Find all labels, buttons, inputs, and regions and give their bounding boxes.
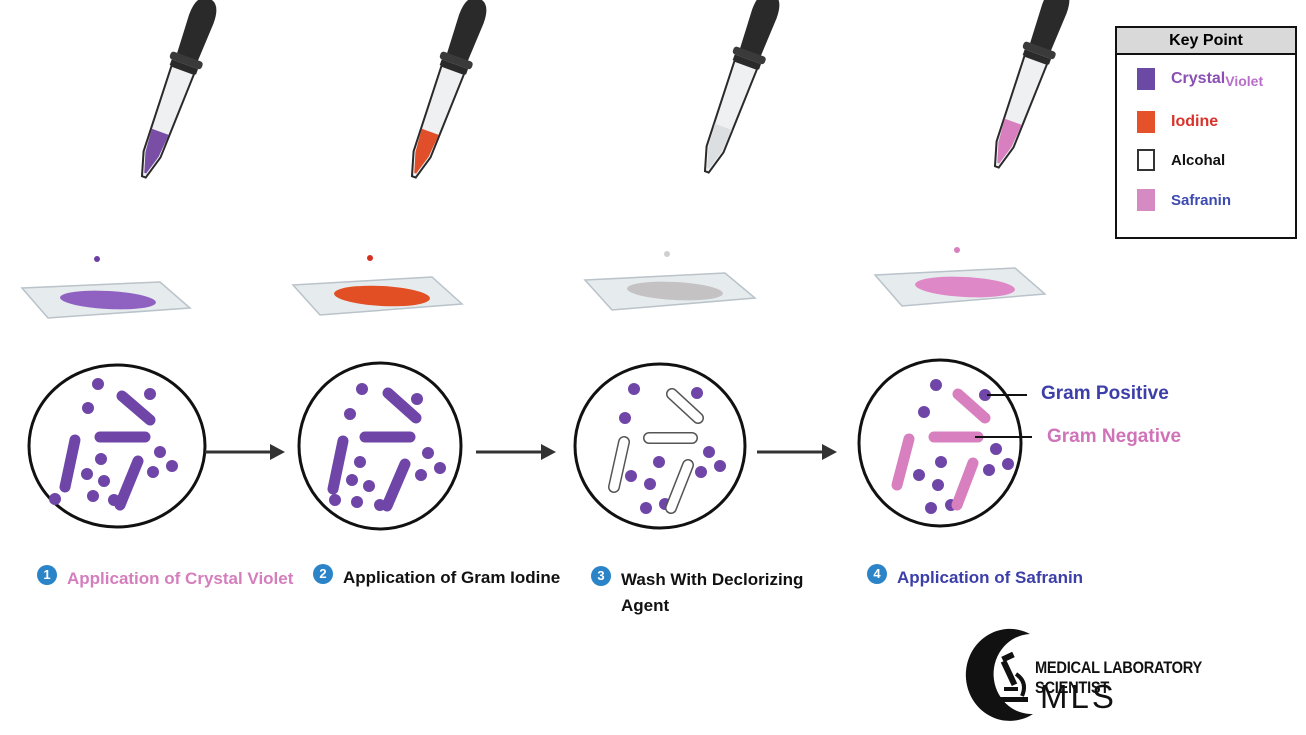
swatch-iodine — [1137, 111, 1155, 133]
key-item-crystal-violet: Crystal Violet — [1137, 68, 1263, 90]
key-label-violet: Violet — [1225, 73, 1263, 89]
key-label-alcohol: Alcohal — [1171, 152, 1225, 169]
step-2-number: 2 — [313, 564, 333, 584]
step-1: 1 Application of Crystal Violet — [37, 566, 297, 592]
label-gram-positive: Gram Positive — [1041, 383, 1169, 405]
slide-iodine — [293, 277, 462, 315]
microscope-icon — [994, 652, 1028, 702]
dropper-crystal-violet — [128, 0, 225, 183]
step-2-label: Application of Gram Iodine — [343, 565, 560, 591]
step-4: 4 Application of Safranin — [867, 565, 1167, 591]
slide-alcohol — [585, 273, 755, 310]
drop-iodine — [367, 255, 373, 261]
microscope-view-2 — [299, 363, 461, 529]
label-gram-negative: Gram Negative — [1047, 426, 1181, 448]
key-label-safranin: Safranin — [1171, 192, 1231, 209]
microscope-view-3 — [575, 364, 745, 528]
step-3-number: 3 — [591, 566, 611, 586]
dropper-safranin — [981, 0, 1078, 173]
dropper-alcohol — [691, 0, 788, 178]
swatch-alcohol — [1137, 149, 1155, 171]
key-point-legend: Key Point Crystal Violet Iodine Alcohal … — [1115, 26, 1297, 239]
key-label-iodine: Iodine — [1171, 113, 1218, 131]
slide-crystal-violet — [22, 282, 190, 318]
step-1-number: 1 — [37, 565, 57, 585]
drop-safranin — [954, 247, 960, 253]
mls-logo — [966, 629, 1033, 721]
key-item-alcohol: Alcohal — [1137, 149, 1225, 171]
key-item-safranin: Safranin — [1137, 189, 1231, 211]
step-2: 2 Application of Gram Iodine — [313, 565, 563, 591]
microscope-view-4 — [859, 360, 1032, 526]
slide-safranin — [875, 268, 1045, 306]
step-4-number: 4 — [867, 564, 887, 584]
dropper-iodine — [398, 0, 495, 183]
step-3: 3 Wash With Declorizing Agent — [591, 567, 851, 619]
key-item-iodine: Iodine — [1137, 111, 1218, 133]
swatch-crystal-violet — [1137, 68, 1155, 90]
drop-crystal-violet — [94, 256, 100, 262]
drop-alcohol — [664, 251, 670, 257]
key-label-crystal: Crystal — [1171, 70, 1225, 88]
step-4-label: Application of Safranin — [897, 565, 1083, 591]
step-1-label: Application of Crystal Violet — [67, 566, 293, 592]
microscope-view-1 — [29, 365, 205, 527]
logo-line-2: MLS — [1040, 678, 1117, 716]
key-point-title: Key Point — [1117, 28, 1295, 55]
step-3-label: Wash With Declorizing Agent — [621, 567, 851, 619]
swatch-safranin — [1137, 189, 1155, 211]
